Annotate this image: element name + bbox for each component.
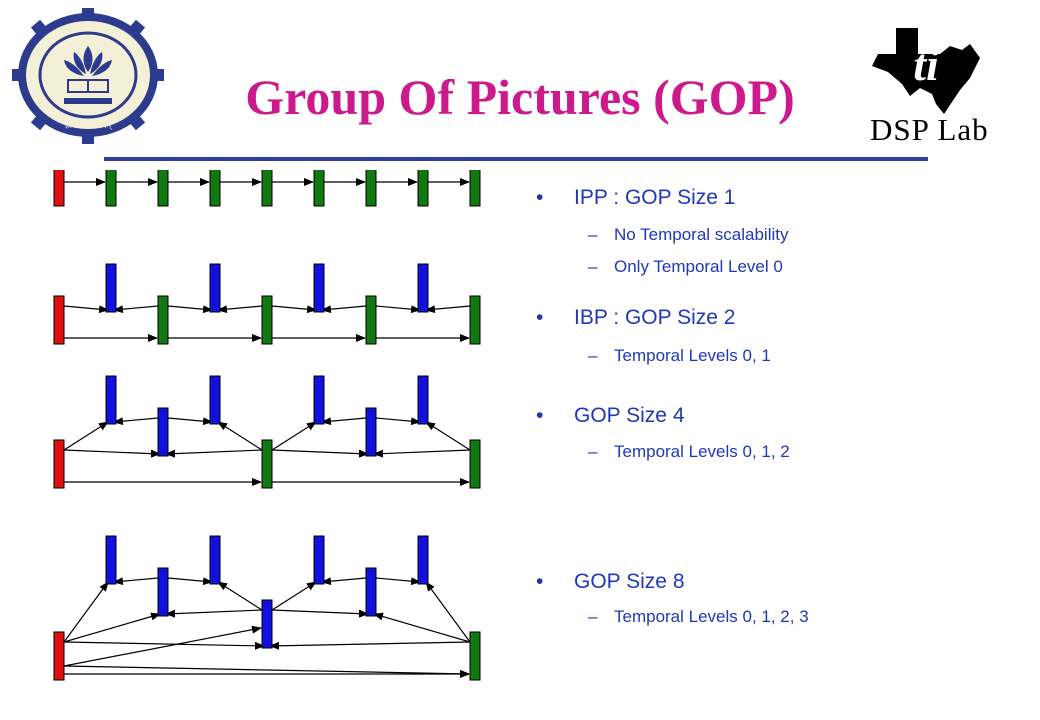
- prediction-arrow: [271, 449, 369, 458]
- prediction-arrow: [63, 625, 262, 667]
- prediction-arrow: [165, 449, 263, 458]
- prediction-arrow: [321, 577, 367, 586]
- prediction-arrow: [321, 417, 367, 426]
- frame-bar: [417, 375, 429, 425]
- iit-bombay-seal-icon: ज्ञानं परमं ध्येयम्: [8, 6, 168, 146]
- frame-bar: [53, 170, 65, 207]
- frame-bar: [313, 375, 325, 425]
- frame-bar: [469, 295, 481, 345]
- title-divider: [104, 157, 928, 161]
- sub-bullet-label: Only Temporal Level 0: [614, 257, 783, 276]
- frame-bar: [105, 375, 117, 425]
- prediction-arrow: [321, 305, 367, 314]
- gop-diagrams: [53, 170, 481, 681]
- frame-bar: [313, 263, 325, 313]
- prediction-arrow: [425, 305, 471, 314]
- prediction-arrow: [375, 417, 421, 426]
- frame-bar: [209, 375, 221, 425]
- prediction-arrow: [425, 421, 471, 451]
- sub-bullet: –Temporal Levels 0, 1, 2: [588, 442, 790, 461]
- seal-motto: ज्ञानं परमं ध्येयम्: [65, 120, 113, 131]
- frame-bar: [105, 170, 117, 207]
- frame-bar: [105, 535, 117, 585]
- prediction-arrow: [167, 577, 213, 586]
- prediction-arrow: [217, 305, 263, 314]
- prediction-arrow: [217, 581, 263, 611]
- bullet-label: IBP : GOP Size 2: [574, 306, 736, 329]
- prediction-arrow: [167, 417, 213, 426]
- frame-bar: [469, 439, 481, 489]
- prediction-arrow: [373, 449, 471, 458]
- sub-bullet-label: Temporal Levels 0, 1: [614, 346, 771, 365]
- prediction-arrow: [63, 421, 109, 451]
- frame-bar: [157, 295, 169, 345]
- prediction-arrow: [63, 665, 470, 678]
- prediction-arrow: [113, 417, 159, 426]
- frame-bar: [469, 631, 481, 681]
- prediction-arrow: [271, 609, 369, 618]
- sub-bullet: –Temporal Levels 0, 1: [588, 346, 771, 365]
- frame-bar: [469, 170, 481, 207]
- prediction-arrow: [271, 421, 317, 451]
- frame-bar: [365, 170, 377, 207]
- frame-bar: [261, 439, 273, 489]
- prediction-arrow: [271, 581, 317, 611]
- svg-text:ti: ti: [913, 39, 939, 90]
- prediction-arrow: [63, 641, 265, 650]
- prediction-arrow: [167, 305, 213, 314]
- prediction-arrow: [63, 449, 161, 458]
- frame-bar: [209, 535, 221, 585]
- bullet-label: GOP Size 4: [574, 404, 685, 427]
- sub-bullet: –No Temporal scalability: [588, 225, 789, 244]
- prediction-arrow: [63, 612, 161, 643]
- frame-bar: [261, 295, 273, 345]
- prediction-arrow: [373, 612, 471, 643]
- frame-bar: [365, 567, 377, 617]
- frame-bar: [417, 535, 429, 585]
- bullet-gop-4: •GOP Size 4: [536, 404, 685, 427]
- bullet-gop-1: •IPP : GOP Size 1: [536, 186, 736, 209]
- frame-bar: [53, 439, 65, 489]
- bullet-label: GOP Size 8: [574, 570, 685, 593]
- bullet-label: IPP : GOP Size 1: [574, 186, 736, 209]
- prediction-arrow: [269, 641, 471, 650]
- frame-bar: [417, 263, 429, 313]
- frame-bar: [365, 295, 377, 345]
- sub-bullet-label: Temporal Levels 0, 1, 2: [614, 442, 790, 461]
- sub-bullet: –Only Temporal Level 0: [588, 257, 783, 276]
- frame-bar: [105, 263, 117, 313]
- frame-bar: [261, 170, 273, 207]
- bullet-gop-2: •IBP : GOP Size 2: [536, 306, 736, 329]
- frame-bar: [157, 567, 169, 617]
- prediction-arrow: [113, 577, 159, 586]
- frame-bar: [365, 407, 377, 457]
- prediction-arrow: [375, 577, 421, 586]
- prediction-arrow: [63, 581, 109, 643]
- prediction-arrow: [375, 305, 421, 314]
- frame-bar: [53, 631, 65, 681]
- prediction-arrow: [271, 305, 317, 314]
- frame-bar: [209, 170, 221, 207]
- prediction-arrow: [113, 305, 159, 314]
- dsp-lab-label: DSP Lab: [870, 112, 989, 147]
- frame-bar: [209, 263, 221, 313]
- frame-bar: [157, 407, 169, 457]
- sub-bullet-label: Temporal Levels 0, 1, 2, 3: [614, 607, 809, 626]
- texas-instruments-logo-icon: ti: [866, 24, 984, 144]
- frame-bar: [313, 535, 325, 585]
- sub-bullet-label: No Temporal scalability: [614, 225, 789, 244]
- prediction-arrow: [425, 581, 471, 643]
- frame-bar: [157, 170, 169, 207]
- frame-bar: [261, 599, 273, 649]
- frame-bar: [417, 170, 429, 207]
- bullet-gop-8: •GOP Size 8: [536, 570, 685, 593]
- bullet-list: •IPP : GOP Size 1 –No Temporal scalabili…: [536, 0, 1016, 720]
- sub-bullet: –Temporal Levels 0, 1, 2, 3: [588, 607, 809, 626]
- prediction-arrow: [217, 421, 263, 451]
- frame-bar: [313, 170, 325, 207]
- frame-bar: [53, 295, 65, 345]
- page-title: Group Of Pictures (GOP): [245, 69, 795, 125]
- prediction-arrow: [63, 305, 109, 314]
- prediction-arrow: [165, 609, 263, 618]
